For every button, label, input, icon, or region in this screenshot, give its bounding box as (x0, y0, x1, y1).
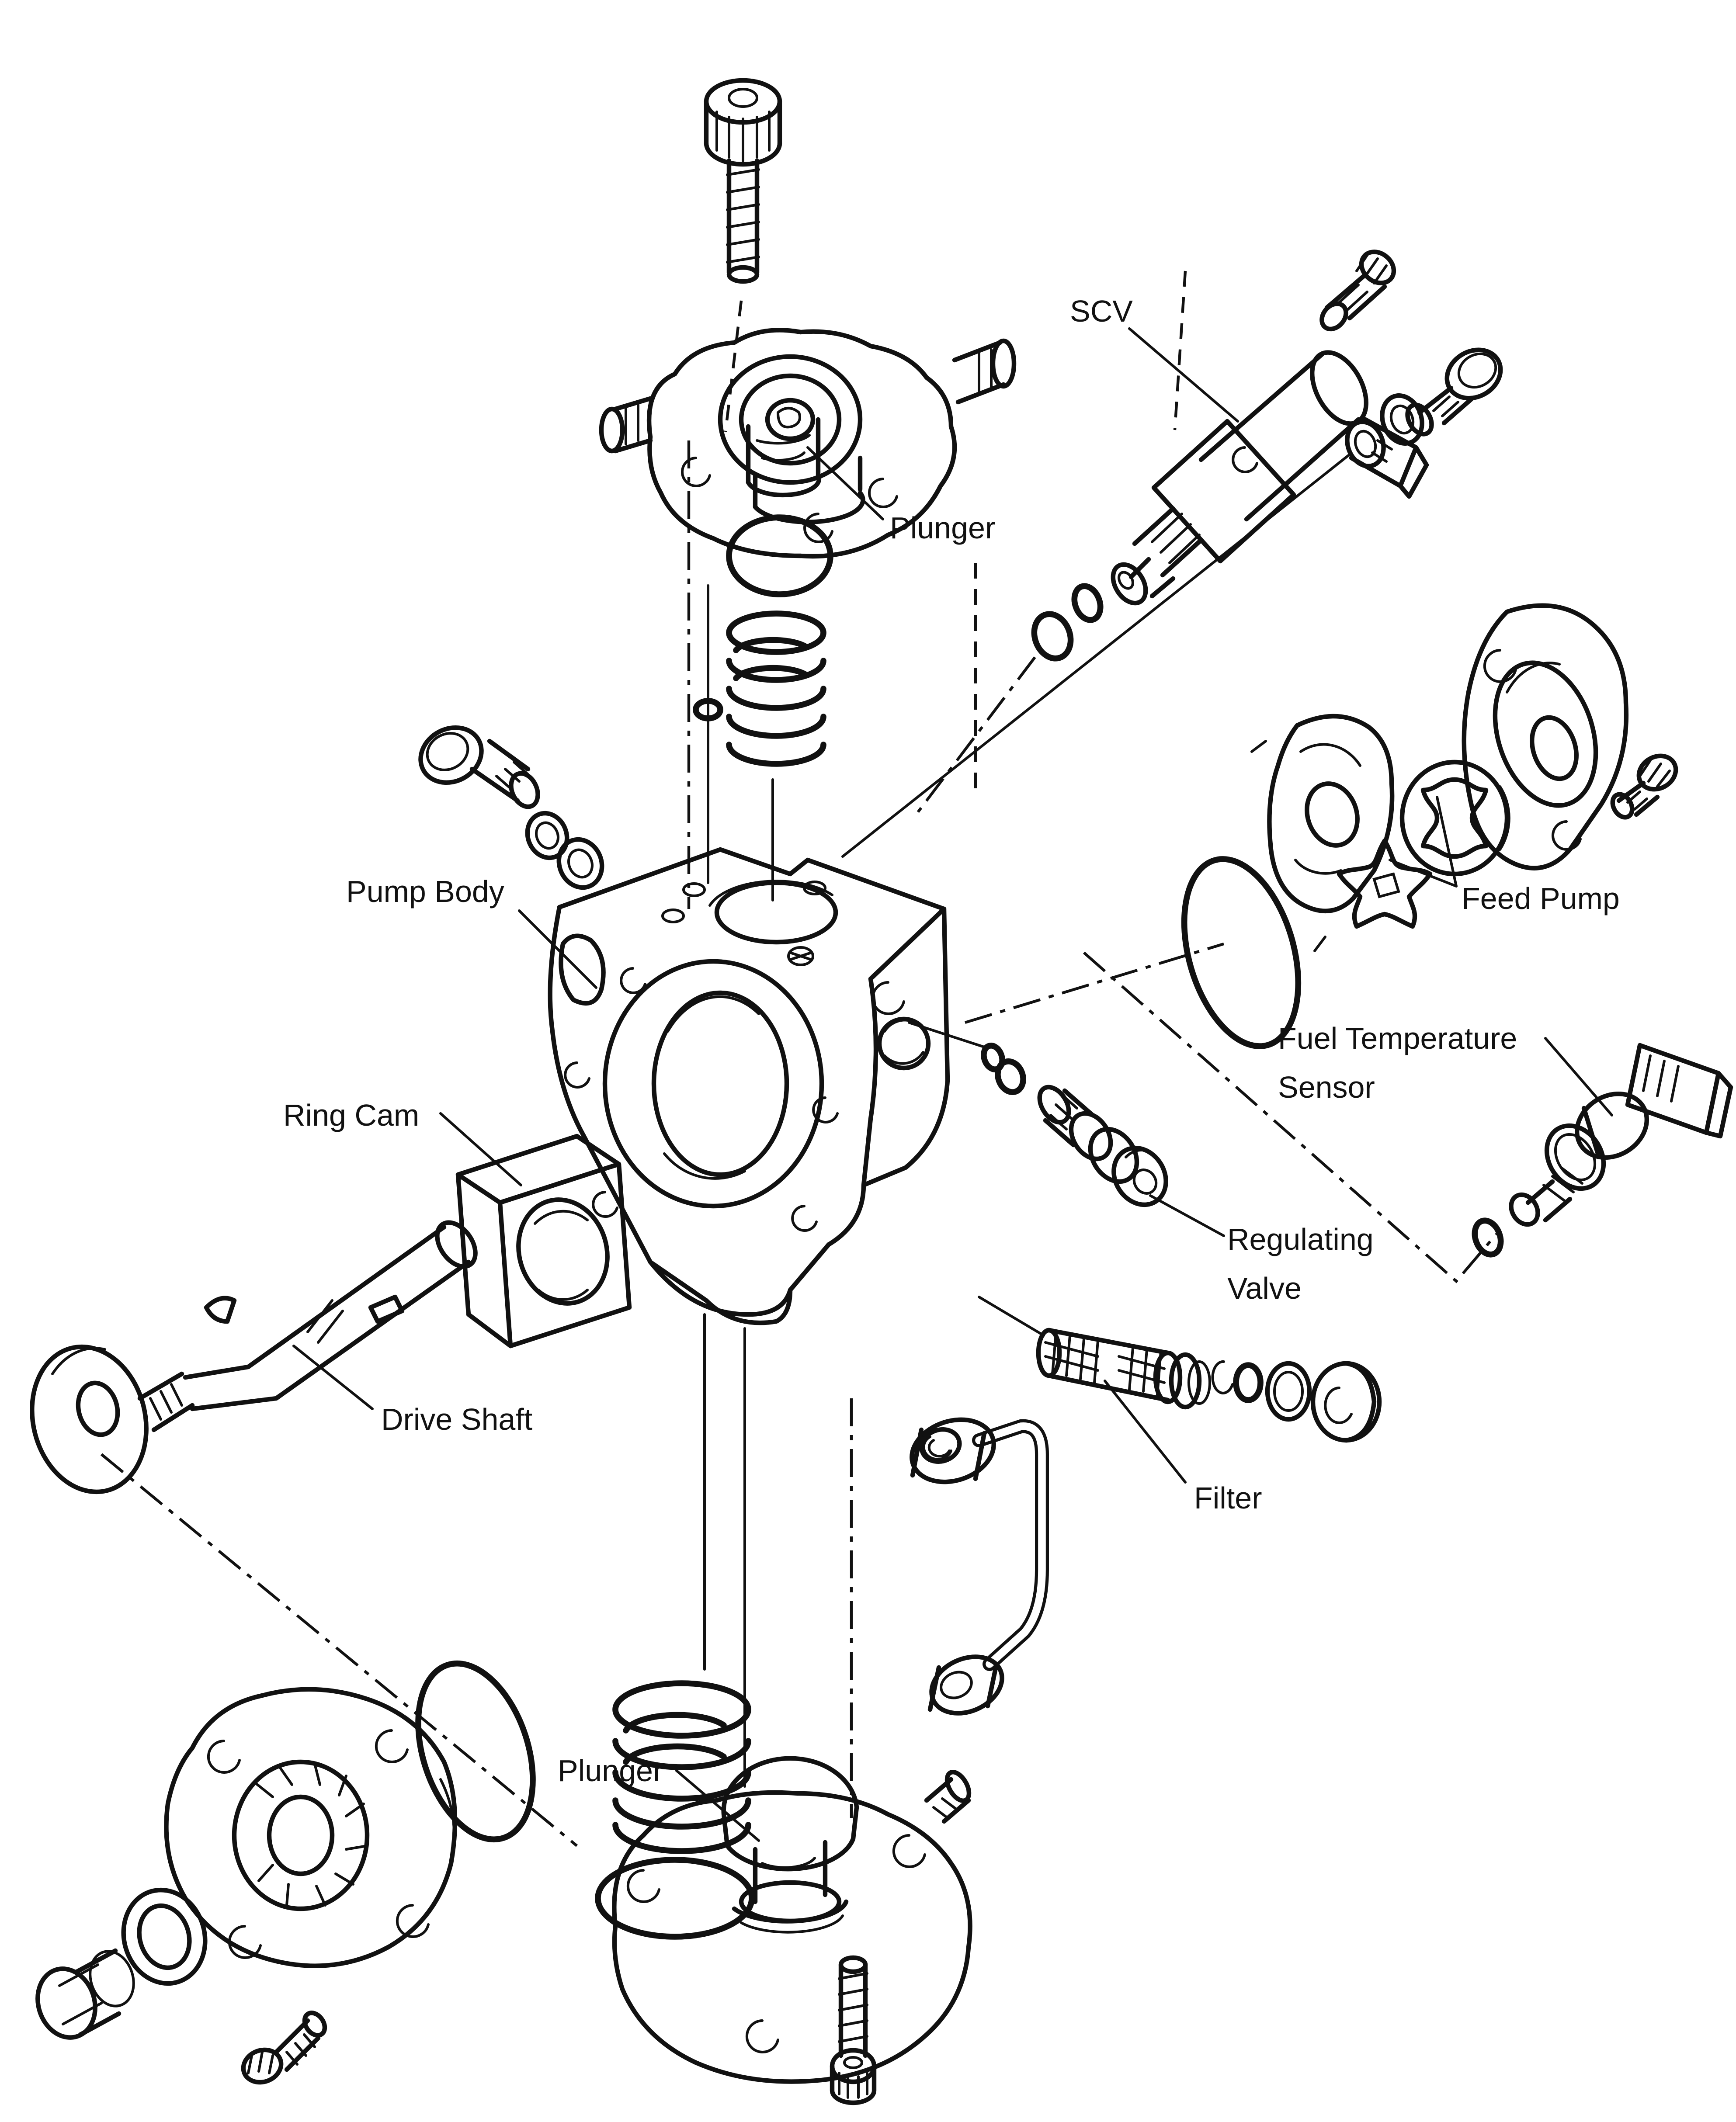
drive-shaft (30, 1220, 478, 1494)
filter-plug (1310, 1361, 1382, 1443)
feed-pump-outer-rotor (1399, 759, 1510, 877)
label-scv: SCV (1070, 294, 1133, 328)
feed-pump-group (1181, 603, 1678, 1049)
flange-bolt (241, 2011, 327, 2085)
filter-o-ring (1233, 1362, 1264, 1403)
filter-group (1036, 1328, 1382, 1443)
o-ring-large-bottom (595, 1857, 755, 1940)
flange-o-ring (415, 1660, 536, 1843)
fuel-pipe (910, 1417, 1049, 1716)
filter-element (1036, 1328, 1234, 1410)
flange-housing (164, 1687, 458, 1968)
label-fuel-temp-2: Sensor (1278, 1070, 1375, 1104)
ring-cam (455, 1134, 632, 1349)
label-pump-body: Pump Body (346, 874, 504, 908)
label-drive-shaft: Drive Shaft (381, 1402, 532, 1436)
regulating-valve-group (981, 1043, 1168, 1207)
scv-o-rings (1031, 583, 1104, 662)
bottom-head-cover (612, 1770, 972, 2084)
bottom-bolt (830, 1955, 877, 2105)
plunger-top (746, 417, 822, 498)
shaft-seal-ring (121, 1887, 208, 1986)
flange-housing-group (35, 1660, 536, 2085)
banjo-bolt-right (1345, 347, 1503, 468)
plunger-bottom (721, 1756, 859, 1934)
label-filter: Filter (1194, 1481, 1262, 1515)
spring-top (726, 610, 826, 767)
o-ring-small-top (693, 698, 723, 721)
label-ring-cam: Ring Cam (283, 1098, 419, 1132)
pipe-nut-bottom (927, 1654, 1004, 1716)
label-plunger-bottom: Plunger (558, 1754, 663, 1788)
fuel-temperature-sensor (1472, 1043, 1733, 1258)
scv-screw (1319, 250, 1396, 332)
label-plunger-top: Plunger (890, 511, 995, 545)
leader-lines (292, 327, 1613, 1842)
scv-valve (1111, 350, 1429, 606)
sensor-o-ring (1472, 1217, 1504, 1258)
filter-washer (1265, 1361, 1312, 1422)
label-regulating-1: Regulating (1227, 1222, 1374, 1256)
labels: SCV Plunger Feed Pump Pump Body Fuel Tem… (283, 294, 1620, 1788)
construction-lines (100, 270, 1498, 1847)
top-bolt (704, 78, 782, 284)
pipe-nut-top (910, 1417, 996, 1484)
feed-pump-o-ring (1181, 856, 1302, 1049)
feed-pump-plate (1250, 714, 1395, 952)
label-feed-pump: Feed Pump (1462, 881, 1620, 915)
label-regulating-2: Valve (1227, 1271, 1302, 1305)
label-fuel-temp-1: Fuel Temperature (1278, 1021, 1517, 1055)
o-ring-large-top (726, 514, 833, 597)
feed-pump-inner-rotor (1337, 838, 1433, 929)
regulating-valve (1037, 1085, 1168, 1207)
top-head-cover (599, 328, 1017, 559)
feed-pump-cover (1462, 603, 1629, 870)
coupling-bushing (35, 1948, 135, 2040)
pump-body (548, 847, 950, 1325)
feed-pump-bolt (1610, 753, 1678, 820)
banjo-bolt-left (418, 725, 604, 890)
spring-bottom (612, 1680, 751, 1854)
